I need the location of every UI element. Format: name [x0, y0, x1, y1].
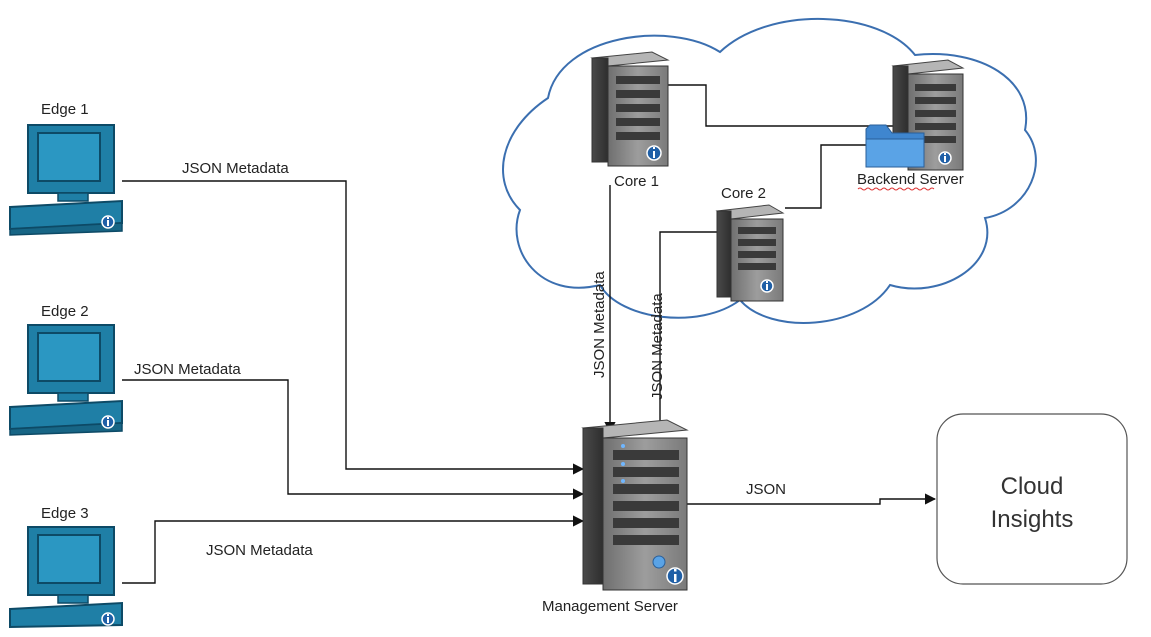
- info-badge-icon: [101, 215, 115, 229]
- info-badge-icon: [760, 279, 774, 293]
- edge2-label: Edge 2: [41, 303, 89, 320]
- cloud-insights-box[interactable]: [936, 413, 1128, 585]
- cloud-insights-line2: Insights: [991, 506, 1074, 533]
- tower-server-icon: [715, 204, 785, 302]
- folder-icon: [865, 124, 925, 168]
- core2-to-mgmt-connector: [654, 231, 722, 434]
- mgmt-to-cloud-connector: [686, 493, 937, 505]
- backend-label: Backend Server: [857, 171, 964, 188]
- edge3-to-mgmt-connector: [122, 515, 585, 584]
- desktop-computer-icon: [9, 526, 123, 629]
- edge3-node[interactable]: [9, 526, 123, 629]
- core1-node[interactable]: [590, 51, 670, 167]
- edge2-node[interactable]: [9, 324, 123, 436]
- core2-wire-label: JSON Metadata: [649, 293, 666, 400]
- edge2-wire-label: JSON Metadata: [134, 361, 241, 378]
- core2-label: Core 2: [721, 185, 766, 202]
- edge1-label: Edge 1: [41, 101, 89, 118]
- management-label: Management Server: [542, 598, 678, 615]
- edge1-node[interactable]: [9, 124, 123, 236]
- core1-label: Core 1: [614, 173, 659, 190]
- tower-server-icon: [581, 419, 689, 591]
- edge3-label: Edge 3: [41, 505, 89, 522]
- edge3-wire-label: JSON Metadata: [206, 542, 313, 559]
- desktop-computer-icon: [9, 124, 123, 236]
- core1-wire-label: JSON Metadata: [591, 271, 608, 378]
- info-badge-icon: [666, 567, 684, 585]
- info-badge-icon: [646, 145, 662, 161]
- core2-to-backend-connector: [785, 144, 895, 209]
- cloud-region: [502, 18, 1037, 324]
- info-badge-icon: [938, 151, 952, 165]
- spellcheck-underline: [857, 187, 935, 191]
- info-badge-icon: [101, 612, 115, 626]
- cloud-insights-line1: Cloud: [1001, 473, 1064, 500]
- mgmt-to-cloud-wire-label: JSON: [746, 481, 786, 498]
- tower-server-icon: [590, 51, 670, 167]
- edge2-to-mgmt-connector: [122, 379, 585, 500]
- management-node[interactable]: [581, 419, 689, 591]
- edge1-wire-label: JSON Metadata: [182, 160, 289, 177]
- core1-to-backend-connector: [668, 84, 895, 127]
- desktop-computer-icon: [9, 324, 123, 436]
- edge1-to-mgmt-connector: [122, 180, 585, 475]
- info-badge-icon: [101, 415, 115, 429]
- core2-node[interactable]: [715, 204, 785, 302]
